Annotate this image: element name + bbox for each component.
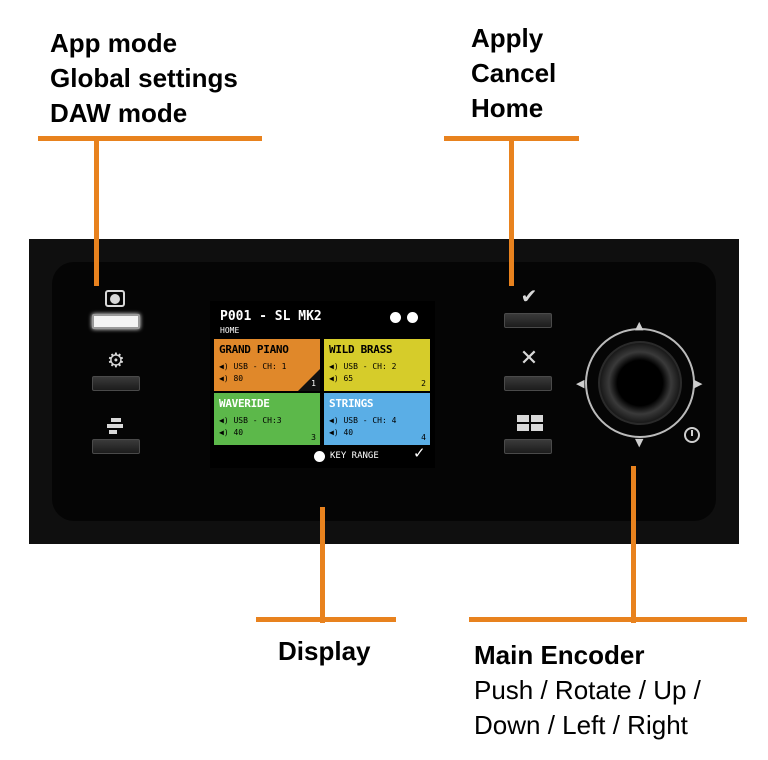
part-tile-3: WAVERIDE ◀) USB - CH:3 ◀) 40 3 [214, 393, 320, 445]
key-range-icon [314, 451, 325, 462]
label-daw-mode: DAW mode [50, 98, 188, 128]
encoder-down-arrow: ▼ [635, 436, 644, 449]
leader-display-bar [256, 617, 396, 622]
app-mode-button[interactable] [92, 314, 140, 329]
global-settings-button[interactable] [92, 376, 140, 391]
encoder-left-arrow: ◀ [576, 377, 585, 390]
callout-action-buttons: Apply Cancel Home [471, 21, 556, 126]
leader-top-left-stem [94, 136, 99, 286]
label-encoder-actions-1: Push / Rotate / Up / [474, 675, 701, 705]
label-app-mode: App mode [50, 28, 178, 58]
home-grid-icon [517, 415, 543, 431]
leader-encoder-stem [631, 466, 636, 623]
tile-route: ◀) USB - CH:3 [219, 416, 282, 425]
tile-index: 2 [421, 379, 426, 388]
tile-level: ◀) 65 [329, 374, 354, 383]
tile-level: ◀) 80 [219, 374, 244, 383]
main-encoder-knob[interactable] [598, 341, 682, 425]
leader-encoder-bar [469, 617, 747, 622]
encoder-push-icon [684, 427, 700, 443]
callout-mode-buttons: App mode Global settings DAW mode [50, 26, 238, 131]
encoder-up-arrow: ▲ [635, 319, 644, 332]
label-main-encoder: Main Encoder [474, 640, 645, 670]
tile-level: ◀) 40 [329, 428, 354, 437]
tile-route: ◀) USB - CH: 4 [329, 416, 397, 425]
tile-route: ◀) USB - CH: 1 [219, 362, 287, 371]
tile-corner-marker [298, 369, 320, 391]
label-home: Home [471, 93, 544, 123]
part-tile-2: WILD BRASS ◀) USB - CH: 2 ◀) 65 2 [324, 339, 430, 391]
tile-name: GRAND PIANO [219, 343, 289, 356]
callout-encoder: Main Encoder Push / Rotate / Up / Down /… [474, 638, 701, 743]
home-button[interactable] [504, 439, 552, 454]
tile-name: WAVERIDE [219, 397, 270, 410]
label-global-settings: Global settings [50, 63, 238, 93]
leader-top-right-stem [509, 136, 514, 286]
encoder-ring [585, 328, 695, 438]
tile-name: WILD BRASS [329, 343, 393, 356]
close-icon: ✕ [519, 346, 539, 371]
screen-check-icon: ✓ [413, 444, 426, 462]
screen-settings-icon [407, 312, 418, 323]
app-mode-icon [105, 290, 125, 307]
screen-swap-icon [390, 312, 401, 323]
tile-name: STRINGS [329, 397, 374, 410]
label-apply: Apply [471, 23, 544, 53]
part-tile-1: GRAND PIANO ◀) USB - CH: 1 ◀) 80 1 [214, 339, 320, 391]
tile-index: 4 [421, 433, 426, 442]
tile-level: ◀) 40 [219, 428, 244, 437]
leader-top-left-bar [38, 136, 262, 141]
label-encoder-actions-2: Down / Left / Right [474, 710, 688, 740]
screen-footer: KEY RANGE [330, 451, 379, 461]
check-icon: ✔ [520, 284, 538, 308]
leader-display-stem [320, 507, 325, 623]
daw-mode-button[interactable] [92, 439, 140, 454]
daw-icon [107, 416, 125, 436]
label-display: Display [278, 636, 371, 666]
screen-title: P001 - SL MK2 [220, 309, 322, 324]
tile-route: ◀) USB - CH: 2 [329, 362, 397, 371]
apply-button[interactable] [504, 313, 552, 328]
tile-index: 3 [311, 433, 316, 442]
encoder-right-arrow: ▶ [694, 377, 703, 390]
label-cancel: Cancel [471, 58, 557, 88]
tile-index: 1 [311, 379, 316, 388]
callout-display: Display [278, 634, 371, 669]
part-tile-4: STRINGS ◀) USB - CH: 4 ◀) 40 4 [324, 393, 430, 445]
cancel-button[interactable] [504, 376, 552, 391]
screen-subtitle: HOME [220, 326, 240, 335]
gear-icon: ⚙ [107, 348, 125, 372]
display-screen: P001 - SL MK2 HOME GRAND PIANO ◀) USB - … [210, 301, 435, 468]
